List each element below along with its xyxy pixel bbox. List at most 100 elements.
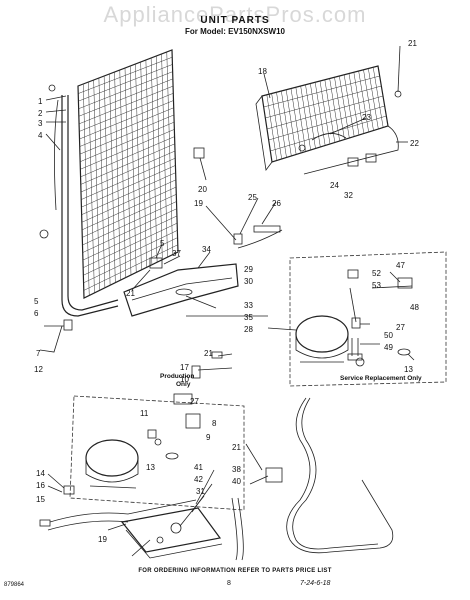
coil-line bbox=[78, 64, 173, 102]
callout-33: 33 bbox=[244, 301, 253, 310]
callout-47: 47 bbox=[396, 261, 405, 270]
callout-29: 29 bbox=[244, 265, 253, 274]
callout-1: 1 bbox=[38, 97, 43, 106]
callout-17: 17 bbox=[180, 363, 189, 372]
base-pan bbox=[47, 467, 283, 559]
callout-13: 13 bbox=[146, 463, 155, 472]
callout-21: 21 bbox=[408, 39, 417, 48]
drain-pan bbox=[123, 263, 239, 317]
callout-9: 9 bbox=[206, 433, 211, 442]
evaporator-coil bbox=[54, 49, 179, 317]
service-box-caption: Service Replacement Only bbox=[340, 375, 422, 382]
callout-27: 27 bbox=[190, 397, 199, 406]
callout-labels: 1 2 3 4 5 5 6 7 8 9 10 11 12 13 13 14 15… bbox=[34, 39, 419, 544]
callout-16: 16 bbox=[36, 481, 45, 490]
callout-37: 37 bbox=[172, 249, 181, 258]
callout-42: 42 bbox=[194, 475, 203, 484]
coil-line bbox=[263, 75, 380, 108]
coil-line bbox=[79, 100, 174, 140]
coil-line bbox=[78, 78, 173, 117]
callout-23: 23 bbox=[362, 113, 371, 122]
callout-20: 20 bbox=[198, 185, 207, 194]
callout-19b: 19 bbox=[98, 535, 107, 544]
coil-line bbox=[82, 194, 177, 238]
coil-line bbox=[268, 105, 385, 141]
callout-52: 52 bbox=[372, 269, 381, 278]
diagram-title: UNIT PARTS bbox=[200, 15, 270, 26]
coil-line bbox=[78, 85, 174, 125]
coil-line bbox=[79, 93, 174, 132]
coil-line bbox=[82, 201, 177, 246]
coil-line bbox=[81, 186, 177, 231]
callout-14: 14 bbox=[36, 469, 45, 478]
coil-line bbox=[81, 179, 176, 223]
coil-line bbox=[80, 150, 176, 193]
callout-10: 10 bbox=[180, 375, 189, 384]
coil-line bbox=[78, 71, 173, 109]
callout-35: 35 bbox=[244, 313, 253, 322]
model-label: For Model: EV150NXSW10 bbox=[184, 27, 286, 36]
callout-13b: 13 bbox=[404, 365, 413, 374]
callout-32: 32 bbox=[344, 191, 353, 200]
coil-line bbox=[81, 165, 176, 208]
callout-22: 22 bbox=[410, 139, 419, 148]
callout-21b: 21 bbox=[126, 289, 135, 298]
production-only-box: Production Only bbox=[69, 373, 245, 511]
watermark: AppliancePartsPros.com bbox=[103, 2, 367, 27]
coil-line bbox=[79, 114, 175, 155]
callout-5: 5 bbox=[160, 239, 165, 248]
callout-21d: 21 bbox=[232, 443, 241, 452]
coil-line bbox=[80, 136, 175, 178]
coil-line bbox=[81, 157, 176, 200]
service-replacement-box: Service Replacement Only bbox=[289, 251, 447, 387]
callout-28: 28 bbox=[244, 325, 253, 334]
callout-27b: 27 bbox=[396, 323, 405, 332]
callout-53: 53 bbox=[372, 281, 381, 290]
callout-41: 41 bbox=[194, 463, 203, 472]
coil-line bbox=[83, 230, 178, 276]
callout-15: 15 bbox=[36, 495, 45, 504]
callout-4: 4 bbox=[38, 131, 43, 140]
coil-line bbox=[83, 244, 178, 291]
callout-6: 6 bbox=[34, 309, 39, 318]
callout-19: 19 bbox=[194, 199, 203, 208]
callout-11: 11 bbox=[140, 409, 149, 418]
callout-12: 12 bbox=[34, 365, 43, 374]
callout-34: 34 bbox=[202, 245, 211, 254]
page-number: 8 bbox=[227, 580, 231, 587]
coil-line bbox=[80, 129, 175, 170]
drain-tube bbox=[286, 397, 394, 554]
callout-7: 7 bbox=[36, 349, 41, 358]
coil-line bbox=[79, 107, 174, 147]
coil-line bbox=[83, 222, 178, 268]
coil-line bbox=[82, 208, 177, 253]
coil-line bbox=[81, 172, 176, 215]
figure-code: 879864 bbox=[4, 582, 25, 588]
production-box-caption-1: Production bbox=[160, 373, 194, 380]
coil-line bbox=[266, 95, 384, 130]
callout-3: 3 bbox=[38, 119, 43, 128]
coil-line bbox=[80, 143, 175, 185]
callout-48: 48 bbox=[410, 303, 419, 312]
callout-49: 49 bbox=[384, 343, 393, 352]
coil-line bbox=[265, 85, 382, 119]
callout-5b: 5 bbox=[34, 297, 39, 306]
small-parts bbox=[39, 84, 402, 527]
coil-line bbox=[80, 121, 175, 162]
callout-30: 30 bbox=[244, 277, 253, 286]
callout-8: 8 bbox=[212, 419, 217, 428]
ordering-footer: FOR ORDERING INFORMATION REFER TO PARTS … bbox=[138, 568, 332, 574]
coil-line bbox=[82, 215, 178, 261]
callout-2: 2 bbox=[38, 109, 43, 118]
date-code: 7-24-6-18 bbox=[300, 580, 331, 587]
condenser-coil bbox=[255, 65, 399, 175]
callout-18: 18 bbox=[258, 67, 267, 76]
callout-21c: 21 bbox=[204, 349, 213, 358]
production-box-caption-2: Only bbox=[176, 381, 191, 388]
callout-31: 31 bbox=[196, 487, 205, 496]
callout-38: 38 bbox=[232, 465, 241, 474]
leader-lines bbox=[39, 45, 415, 557]
callout-26: 26 bbox=[272, 199, 281, 208]
callout-40: 40 bbox=[232, 477, 241, 486]
